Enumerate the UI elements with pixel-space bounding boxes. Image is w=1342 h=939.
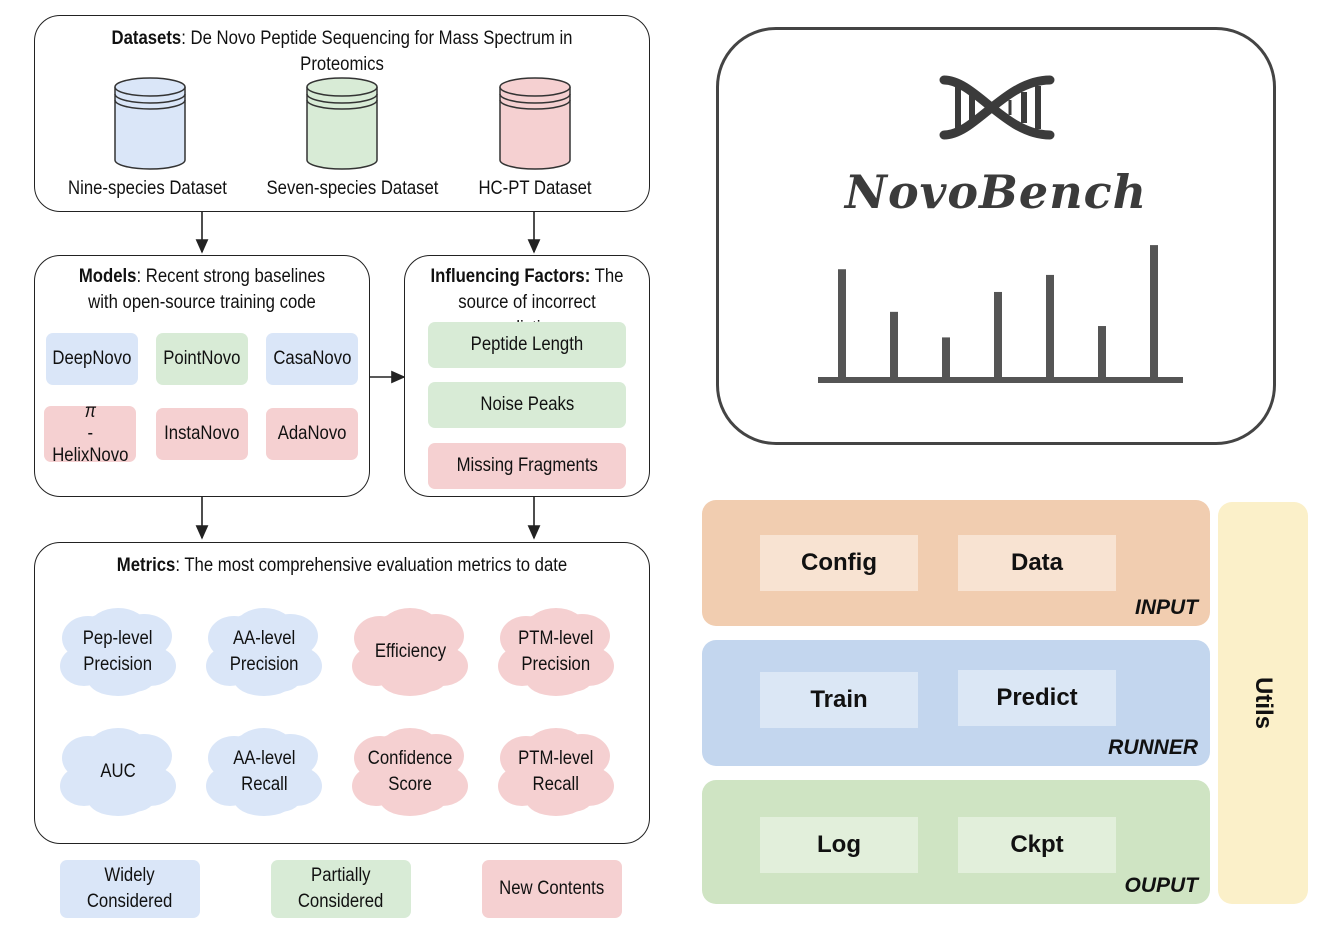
metric-label: AUC xyxy=(48,742,188,802)
input-band: Config Data INPUT xyxy=(702,500,1210,626)
runner-label: RUNNER xyxy=(1108,736,1198,759)
metric-cloud-shape xyxy=(498,728,614,816)
factor-peptide-length: Peptide Length xyxy=(428,322,626,368)
config-chip: Config xyxy=(760,535,918,591)
metric-line-2: Precision xyxy=(83,654,153,675)
metric-line-1: Pep-level xyxy=(83,628,153,649)
model-casanovo: CasaNovo xyxy=(266,333,358,385)
metric-line-2: Precision xyxy=(521,654,591,675)
hc-pt-database-icon xyxy=(499,77,571,170)
metric-line-1: PTM-level xyxy=(518,628,594,649)
datasets-title: Datasets: De Novo Peptide Sequencing for… xyxy=(111,28,573,75)
predict-chip: Predict xyxy=(958,670,1116,726)
factor-noise-peaks: Noise Peaks xyxy=(428,382,626,428)
metric-cloud-shape xyxy=(60,728,176,816)
metric-line-1: AA-level xyxy=(232,628,296,649)
metric-line-2: Precision xyxy=(229,654,299,675)
nine-species-database-icon xyxy=(114,77,186,170)
spectrum-bar xyxy=(1150,245,1158,380)
metric-line-1: Confidence xyxy=(367,748,453,769)
metric-line-2: Score xyxy=(388,774,432,795)
dataset-label-nine-species: Nine-species Dataset xyxy=(68,178,227,199)
metric-text: Efficiency xyxy=(374,639,445,665)
metric-line-1: Efficiency xyxy=(374,641,446,662)
spectrum-bar xyxy=(1046,274,1054,380)
factor-missing-fragments: Missing Fragments xyxy=(428,443,626,489)
novobench-logo-text: NovoBench xyxy=(844,165,1148,219)
spectrum-bar xyxy=(838,269,846,380)
legend-new-contents: New Contents xyxy=(482,860,622,918)
metric-line-1: AUC xyxy=(100,761,136,782)
output-band: Log Ckpt OUPUT xyxy=(702,780,1210,904)
spectrum-bar xyxy=(1098,326,1106,380)
metric-line-2: Recall xyxy=(532,774,580,795)
models-subtitle: with open-source training code xyxy=(88,292,316,313)
metric-line-2: Recall xyxy=(240,774,288,795)
factors-title: Influencing Factors: The xyxy=(430,266,624,287)
model-pointnovo: PointNovo xyxy=(156,333,248,385)
metric-cloud-shape xyxy=(498,608,614,696)
metric-cloud-shape xyxy=(352,728,468,816)
metrics-title: Metrics: The most comprehensive evaluati… xyxy=(116,555,568,576)
output-label: OUPUT xyxy=(1124,874,1199,897)
utils-label: Utils xyxy=(1250,676,1277,730)
spectrum-bar xyxy=(942,337,950,380)
seven-species-database-icon xyxy=(306,77,378,170)
metric-text: AUC xyxy=(100,759,135,785)
spectrum-bar xyxy=(890,311,898,380)
metric-cloud-shape xyxy=(60,608,176,696)
metric-label: Efficiency xyxy=(340,622,480,682)
metric-cloud-shape xyxy=(352,608,468,696)
ckpt-chip: Ckpt xyxy=(958,817,1116,873)
model-instanovo: InstaNovo xyxy=(156,408,248,460)
metric-line-1: PTM-level xyxy=(518,748,594,769)
metric-line-1: AA-level xyxy=(232,748,296,769)
model-deepnovo: DeepNovo xyxy=(46,333,138,385)
train-chip: Train xyxy=(760,672,918,728)
metric-cloud-shape xyxy=(206,608,322,696)
dataset-label-hc-pt: HC-PT Dataset xyxy=(478,178,592,199)
log-chip: Log xyxy=(760,817,918,873)
spectrum-bar xyxy=(994,291,1002,380)
models-title: Models: Recent strong baselines xyxy=(78,266,326,287)
data-chip: Data xyxy=(958,535,1116,591)
runner-band: Train Predict RUNNER xyxy=(702,640,1210,766)
model-helixnovo: π-HelixNovo xyxy=(44,401,136,466)
input-label: INPUT xyxy=(1135,596,1198,619)
model-adanovo: AdaNovo xyxy=(266,408,358,460)
utils-band: Utils xyxy=(1218,502,1308,904)
metric-cloud-shape xyxy=(206,728,322,816)
dataset-label-seven-species: Seven-species Dataset xyxy=(266,178,439,199)
